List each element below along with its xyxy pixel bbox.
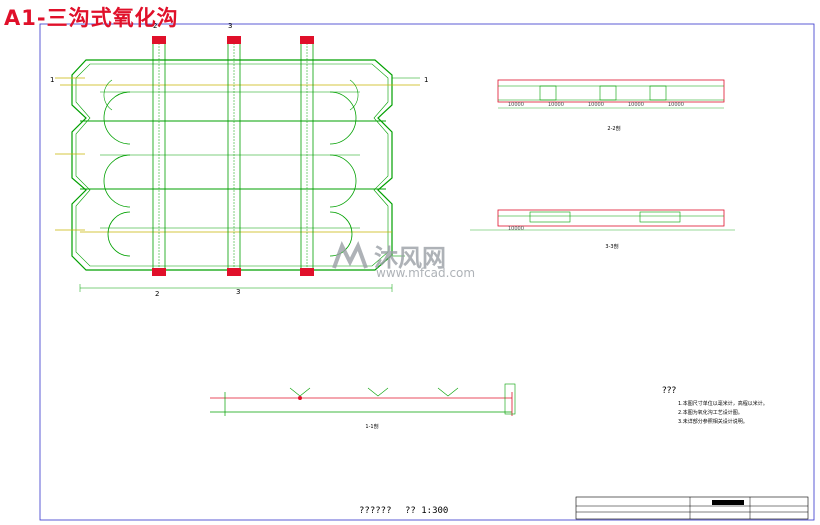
plan-view: 2 3 1 2 3 1	[50, 22, 428, 298]
rotor-bridge	[300, 36, 314, 276]
section-3-3: 10000 3-3剖	[470, 209, 735, 250]
section-mark: 2	[153, 22, 157, 30]
dimension-label: 10000	[508, 226, 524, 232]
scale-label: ??????	[359, 506, 392, 516]
note-item: 2.本图为氧化沟工艺设计图。	[678, 410, 743, 416]
watermark-brand: 沐风网	[374, 244, 446, 272]
section-mark: 3	[228, 22, 232, 30]
title-block	[575, 496, 809, 520]
dimension-label: 10000	[668, 102, 684, 108]
section-label: 3-3剖	[605, 243, 618, 250]
note-item: 3.未详部分参照相关设计说明。	[678, 419, 748, 425]
scale-value: ?? 1:300	[405, 506, 449, 516]
watermark-logo-icon	[330, 240, 372, 276]
section-label: 1-1剖	[365, 423, 378, 430]
section-mark: 1	[424, 76, 428, 84]
section-mark: 2	[155, 290, 159, 298]
section-2-2: 10000 10000 10000 10000 10000 2-2剖	[497, 79, 725, 132]
notes-heading: ???	[662, 386, 677, 396]
dimension-label: 10000	[588, 102, 604, 108]
watermark-url: www.mfcad.com	[376, 266, 476, 280]
section-mark: 3	[236, 288, 240, 296]
section-label: 2-2剖	[607, 125, 620, 132]
dimension-label: 10000	[548, 102, 564, 108]
note-item: 1.本图尺寸单位以毫米计，高程以米计。	[678, 401, 768, 407]
section-mark: 1	[50, 76, 54, 84]
section-1-1: 1-1剖	[210, 383, 516, 430]
dimension-label: 10000	[628, 102, 644, 108]
drawing-frame	[39, 23, 815, 521]
drawing-title: A1-三沟式氧化沟	[4, 6, 179, 30]
dimension-label: 10000	[508, 102, 524, 108]
rotor-bridge	[227, 36, 241, 276]
rotor-bridge	[152, 36, 166, 276]
